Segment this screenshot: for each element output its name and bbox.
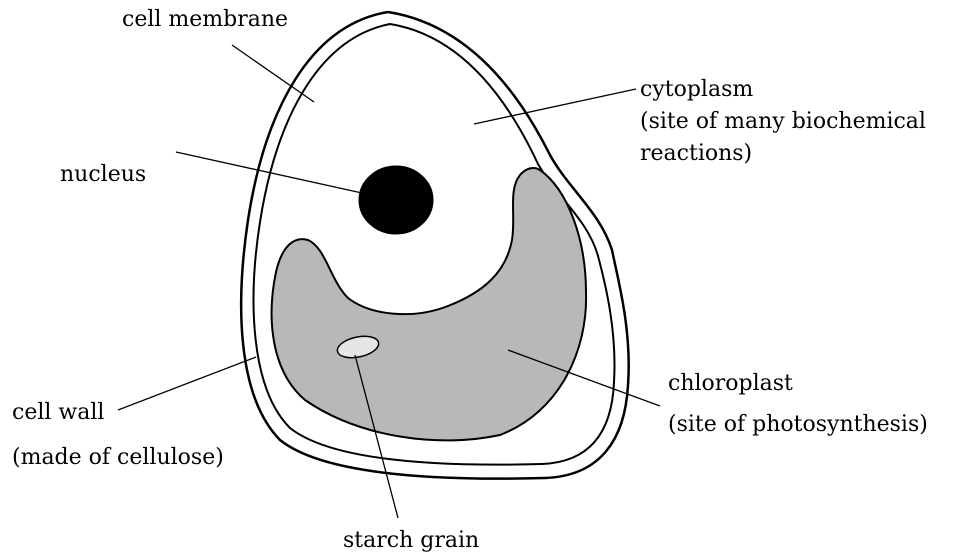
starch-grain-label: starch grain [343, 528, 479, 553]
cytoplasm-note-line2: reactions) [640, 141, 752, 166]
chloroplast-label: chloroplast [668, 371, 793, 396]
nucleus-label: nucleus [60, 162, 146, 187]
cell-wall-note: (made of cellulose) [12, 445, 224, 470]
cell-membrane-label: cell membrane [122, 7, 288, 32]
chloroplast-note: (site of photosynthesis) [668, 412, 928, 437]
cytoplasm-label: cytoplasm [640, 77, 753, 102]
cytoplasm-note-line1: (site of many biochemical [640, 109, 926, 134]
cell-wall-label: cell wall [12, 400, 104, 425]
cell-wall-leader-line [118, 357, 256, 410]
nucleus-shape [359, 166, 433, 234]
